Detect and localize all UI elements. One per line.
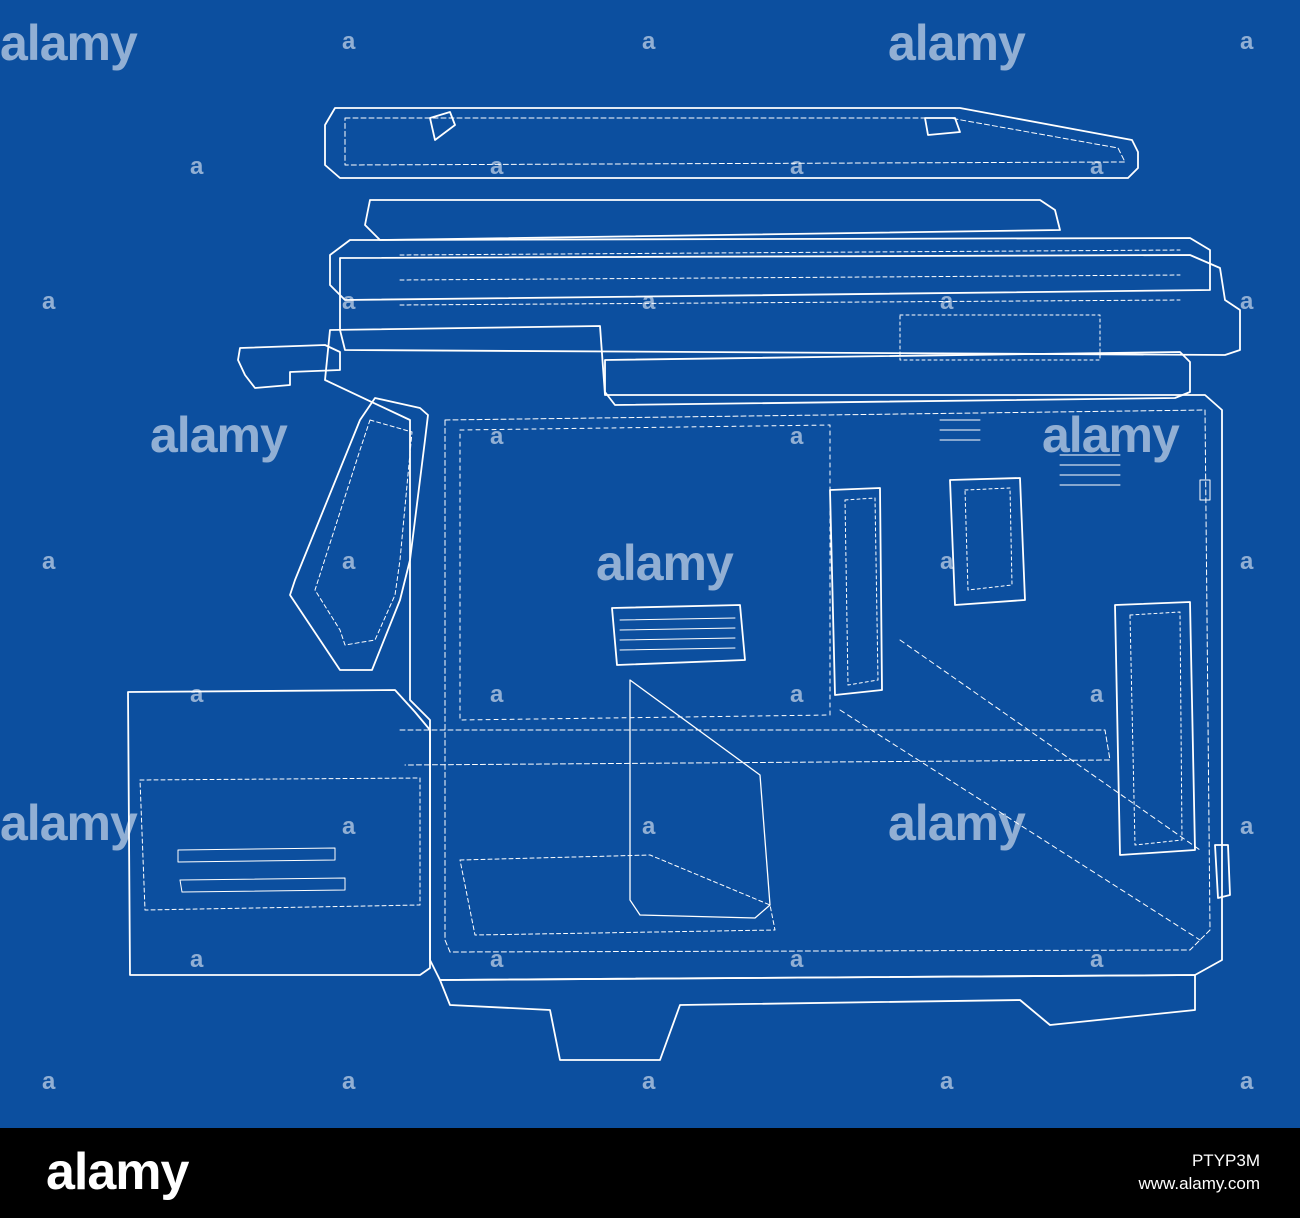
scanner-vent: [899, 314, 1101, 361]
image-id: PTYP3M: [1191, 1151, 1260, 1170]
watermark-logo: alamy: [1042, 407, 1180, 463]
printer-wireframe-drawing: [127, 107, 1241, 1061]
watermark-mark: a: [490, 946, 504, 973]
main-body: [324, 325, 1223, 981]
watermark-mark: a: [642, 1068, 656, 1095]
watermark-mark: a: [42, 548, 56, 575]
watermark-mark: a: [940, 288, 954, 315]
inner-floor: [839, 639, 1201, 941]
side-panel-left-inner: [844, 497, 879, 686]
label-plate: [611, 604, 746, 666]
watermark-mark: a: [1240, 1068, 1254, 1095]
watermark-mark: a: [940, 548, 954, 575]
watermark-mark: a: [1090, 946, 1104, 973]
paper-guide-2: [179, 877, 346, 893]
side-panel-left: [829, 487, 883, 696]
footer-image-info: PTYP3M www.alamy.com: [1138, 1150, 1260, 1196]
port-module: [949, 477, 1026, 606]
stock-image: alamy a a alamy a a a a a a a a a a alam…: [0, 0, 1300, 1128]
side-panel-right: [1114, 601, 1196, 856]
side-panel-right-inner: [1129, 611, 1183, 846]
paper-stack: [459, 854, 776, 936]
paper-drawer-inner: [139, 777, 421, 911]
base: [439, 974, 1196, 1061]
watermark-mark: a: [1090, 153, 1104, 180]
watermark-mark: a: [42, 288, 56, 315]
feeder-tray: [329, 237, 1211, 301]
output-tray-front: [604, 351, 1191, 406]
watermark-mark: a: [190, 153, 204, 180]
control-panel: [289, 397, 429, 671]
watermark-mark: a: [1240, 28, 1254, 55]
watermark-logo: alamy: [0, 795, 138, 851]
lid-inner: [344, 117, 1126, 166]
front-panel: [444, 409, 1211, 953]
watermark-mark: a: [190, 681, 204, 708]
watermark-mark: a: [490, 681, 504, 708]
watermark-mark: a: [642, 288, 656, 315]
paper-drawer: [127, 689, 431, 976]
side-latch: [1214, 844, 1231, 899]
watermark-mark: a: [342, 28, 356, 55]
watermark-mark: a: [42, 1068, 56, 1095]
watermark-logo: alamy: [150, 407, 288, 463]
watermark-mark: a: [1240, 548, 1254, 575]
watermark-mark: a: [790, 681, 804, 708]
port-module-inner: [964, 487, 1013, 591]
watermark-mark: a: [1090, 681, 1104, 708]
watermark-mark: a: [790, 423, 804, 450]
document-feeder: [364, 199, 1061, 241]
watermark-logo: alamy: [596, 535, 734, 591]
watermark-logo: alamy: [888, 795, 1026, 851]
lid-hinge-left: [429, 111, 456, 141]
watermark-mark: a: [342, 288, 356, 315]
watermark-mark: a: [642, 813, 656, 840]
inner-frame: [459, 424, 831, 721]
watermark-mark: a: [1240, 288, 1254, 315]
watermark-mark: a: [190, 946, 204, 973]
watermark-mark: a: [490, 423, 504, 450]
watermark-mark: a: [790, 946, 804, 973]
footer-logo[interactable]: alamy: [46, 1143, 189, 1201]
label-plate-lines: [619, 617, 736, 651]
paper-guide: [177, 847, 336, 863]
watermark-mark: a: [342, 548, 356, 575]
watermark-logo: alamy: [0, 15, 138, 71]
watermark-mark: a: [342, 813, 356, 840]
footer-bar: alamy PTYP3M www.alamy.com: [0, 1128, 1300, 1218]
watermark-mark: a: [642, 28, 656, 55]
watermark-mark: a: [1240, 813, 1254, 840]
watermark-logo: alamy: [888, 15, 1026, 71]
watermark-mark: a: [490, 153, 504, 180]
watermark-mark: a: [940, 1068, 954, 1095]
vent-slots: [939, 419, 1121, 486]
watermark-mark: a: [790, 153, 804, 180]
site-url[interactable]: www.alamy.com: [1138, 1173, 1260, 1193]
scanner-body: [339, 254, 1241, 356]
drawer-rail: [399, 729, 1111, 766]
output-tray: [237, 344, 341, 389]
paper-path-box: [629, 679, 771, 919]
control-screen: [314, 419, 413, 646]
watermark-mark: a: [342, 1068, 356, 1095]
side-button: [1199, 479, 1211, 501]
lid-hinge-right: [924, 117, 961, 136]
scanner-lid: [324, 107, 1139, 179]
scanner-detail: [399, 249, 1181, 306]
